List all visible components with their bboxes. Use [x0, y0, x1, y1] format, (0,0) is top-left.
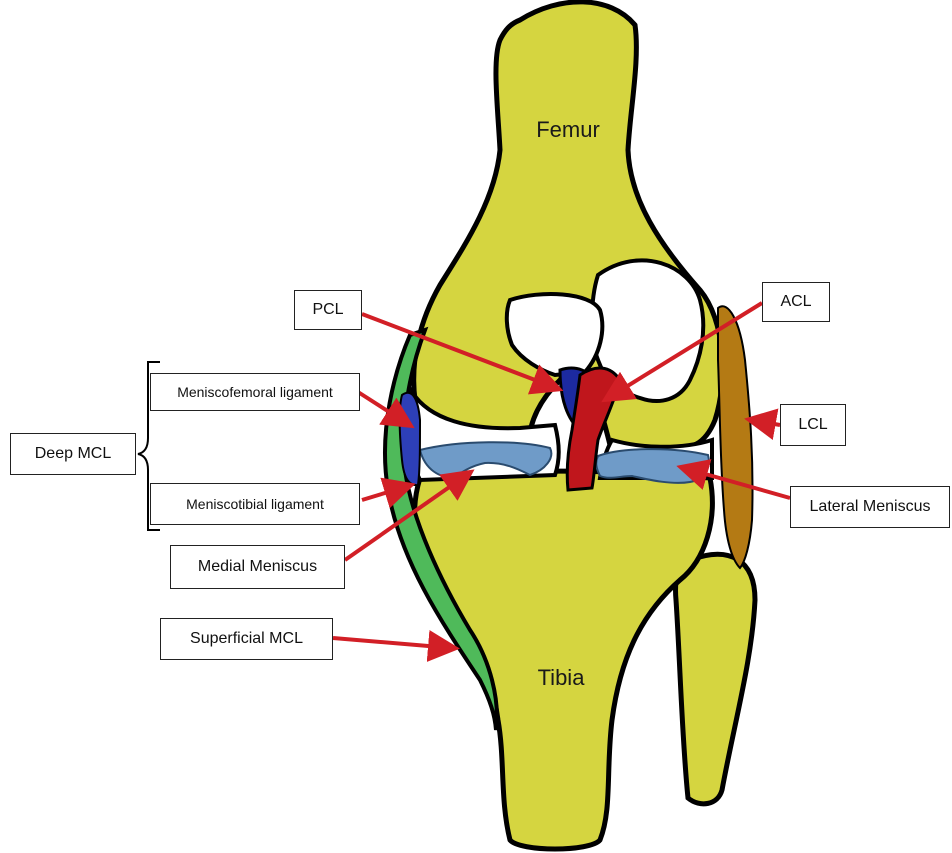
pcl-label: PCL	[294, 290, 362, 330]
medial-meniscus-label: Medial Meniscus	[170, 545, 345, 589]
deep-mcl-label: Deep MCL	[10, 433, 136, 475]
lcl-label: LCL	[780, 404, 846, 446]
meniscotibial-ligament-label: Meniscotibial ligament	[150, 483, 360, 525]
femur-label: Femur	[536, 117, 600, 142]
lateral-meniscus-label: Lateral Meniscus	[790, 486, 950, 528]
meniscofemoral-ligament-label: Meniscofemoral ligament	[150, 373, 360, 411]
acl-label: ACL	[762, 282, 830, 322]
lateral-meniscus	[596, 449, 709, 483]
superficial-mcl-arrow	[333, 638, 452, 648]
lcl-band	[718, 306, 753, 568]
tibia-label: Tibia	[538, 665, 586, 690]
lcl-arrow	[752, 420, 780, 425]
fibula	[676, 554, 755, 804]
superficial-mcl-label: Superficial MCL	[160, 618, 333, 660]
tibia	[415, 471, 713, 849]
